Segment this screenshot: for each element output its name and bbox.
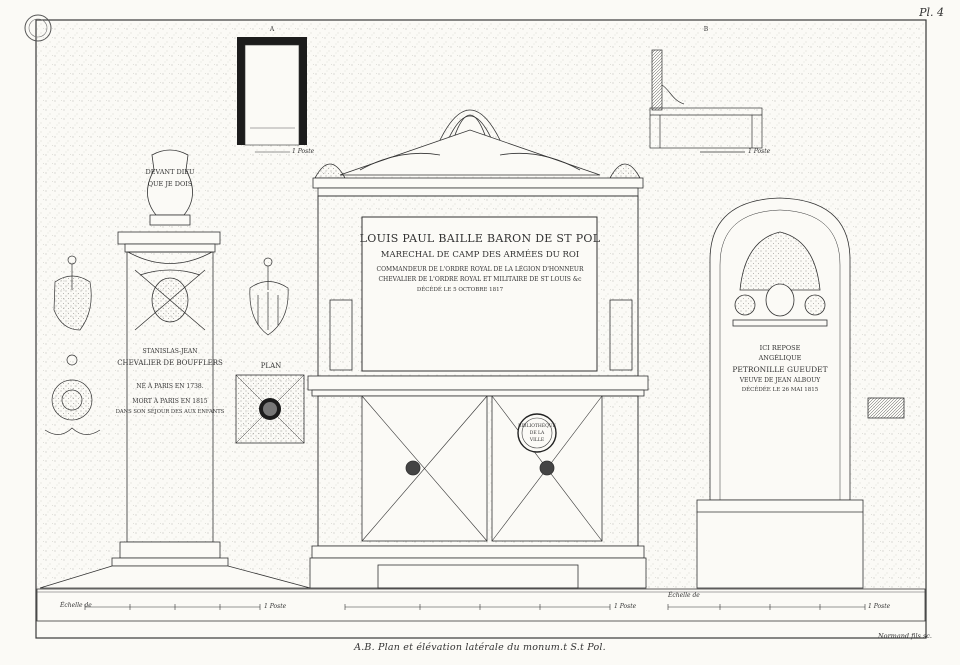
plate-number: Pl. 4 bbox=[919, 6, 944, 19]
gueudet-stele bbox=[696, 197, 905, 589]
plate-border bbox=[35, 19, 927, 639]
scale-bar-left bbox=[84, 604, 261, 610]
medallion-ornament-left bbox=[44, 255, 101, 435]
scale-left-title: Échelle de bbox=[60, 602, 92, 609]
boufflers-line-1: STANISLAS-JEAN bbox=[142, 348, 198, 355]
gueudet-line-1: ICI REPOSE bbox=[759, 344, 801, 352]
stamp-text-3: VILLE bbox=[529, 438, 545, 443]
urn-inscription-2: QUE JE DOIS bbox=[147, 180, 193, 188]
engraver-signature: Normand fils sc. bbox=[877, 632, 932, 640]
saint-pol-line-2: CHEVALIER DE L'ORDRE ROYAL ET MILITAIRE … bbox=[378, 276, 582, 283]
plate-caption: A.B. Plan et élévation latérale du monum… bbox=[354, 642, 606, 653]
ground-band bbox=[36, 588, 926, 622]
urn-inscription-1: DEVANT DIEU bbox=[145, 168, 195, 176]
boufflers-line-4: MORT À PARIS EN 1815 bbox=[132, 398, 208, 405]
detail-b-section bbox=[649, 49, 763, 153]
gueudet-line-2: ANGÉLIQUE bbox=[758, 354, 802, 362]
boufflers-line-3: NÉ À PARIS EN 1738. bbox=[136, 383, 204, 390]
gueudet-line-4: VEUVE DE JEAN ALBOUY bbox=[739, 377, 821, 384]
scale-right-end: 1 Poste bbox=[868, 603, 891, 610]
scale-bar-center bbox=[344, 604, 611, 610]
boufflers-monument bbox=[39, 149, 311, 589]
scale-b-end: 1 Poste bbox=[748, 148, 771, 155]
scale-right-title: Échelle de bbox=[668, 592, 700, 599]
detail-a-niche bbox=[237, 37, 307, 153]
gueudet-line-3: PETRONILLE GUEUDET bbox=[732, 365, 828, 374]
urn-icon bbox=[147, 149, 193, 216]
scale-center-end: 1 Poste bbox=[614, 603, 637, 610]
boufflers-line-5: DANS SON SÉJOUR DES AUX ENFANTS bbox=[115, 409, 225, 415]
saint-pol-monument bbox=[307, 109, 649, 589]
detail-a-marker: A bbox=[269, 26, 275, 33]
saint-pol-title: LOUIS PAUL BAILLE BARON DE ST POL bbox=[359, 232, 601, 245]
palmette-face-relief-icon bbox=[732, 231, 828, 327]
library-stamp-seal bbox=[517, 413, 557, 453]
stamp-text-1: BIBLIOTHÈQUE bbox=[518, 424, 556, 429]
boufflers-line-2: CHEVALIER DE BOUFFLERS bbox=[117, 359, 223, 367]
plan-square bbox=[235, 374, 305, 444]
saint-pol-line-3: DÉCÉDÉ LE 5 OCTOBRE 1817 bbox=[416, 287, 504, 293]
scale-a-end: 1 Poste bbox=[292, 148, 315, 155]
trophy-relief bbox=[134, 269, 206, 331]
saint-pol-line-1: COMMANDEUR DE L'ORDRE ROYAL DE LA LÉGION… bbox=[376, 266, 584, 273]
plan-label: PLAN bbox=[260, 362, 282, 370]
saint-pol-subtitle: MARECHAL DE CAMP DES ARMÉES DU ROI bbox=[380, 250, 580, 260]
gueudet-line-5: DÉCÉDÉE LE 26 MAI 1815 bbox=[741, 387, 819, 393]
lyre-ornament-right bbox=[249, 257, 289, 336]
library-stamp-icon bbox=[24, 14, 52, 42]
scale-left-end: 1 Poste bbox=[264, 603, 287, 610]
stamp-text-2: DE LA bbox=[529, 431, 545, 436]
detail-b-marker: B bbox=[703, 26, 709, 33]
scale-bar-right bbox=[667, 604, 866, 610]
